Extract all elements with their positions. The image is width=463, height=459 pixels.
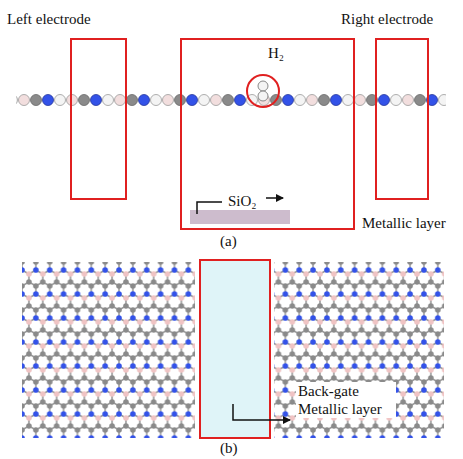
annotation-label: Metallic layer — [360, 214, 448, 232]
node-label: Right electrode — [341, 10, 433, 28]
lattice — [22, 262, 195, 438]
hydrogen-atom — [258, 91, 268, 101]
back-gate-rect — [200, 260, 270, 438]
leader-arrow — [233, 404, 290, 420]
node-label: Left electrode — [7, 10, 91, 28]
node-label: H₂ — [268, 44, 284, 62]
metallic-layer-bar — [190, 210, 290, 224]
leader-line — [197, 202, 222, 214]
node-label: SiO₂ — [228, 192, 257, 210]
molecule-circle — [247, 75, 279, 107]
electrode-box: Left electrode — [70, 38, 127, 200]
annotation-label: (a) — [218, 232, 239, 250]
hydrogen-atom — [258, 81, 268, 91]
electrode-box: H₂ SiO₂ — [180, 38, 355, 230]
electrode-box: Right electrode — [375, 38, 429, 200]
leader-arrow — [266, 197, 283, 199]
atomic-chain — [16, 93, 446, 107]
annotation-label: Back-gate Metallic layer — [296, 382, 396, 418]
annotation-label: (b) — [218, 439, 240, 457]
lattice — [274, 262, 444, 438]
